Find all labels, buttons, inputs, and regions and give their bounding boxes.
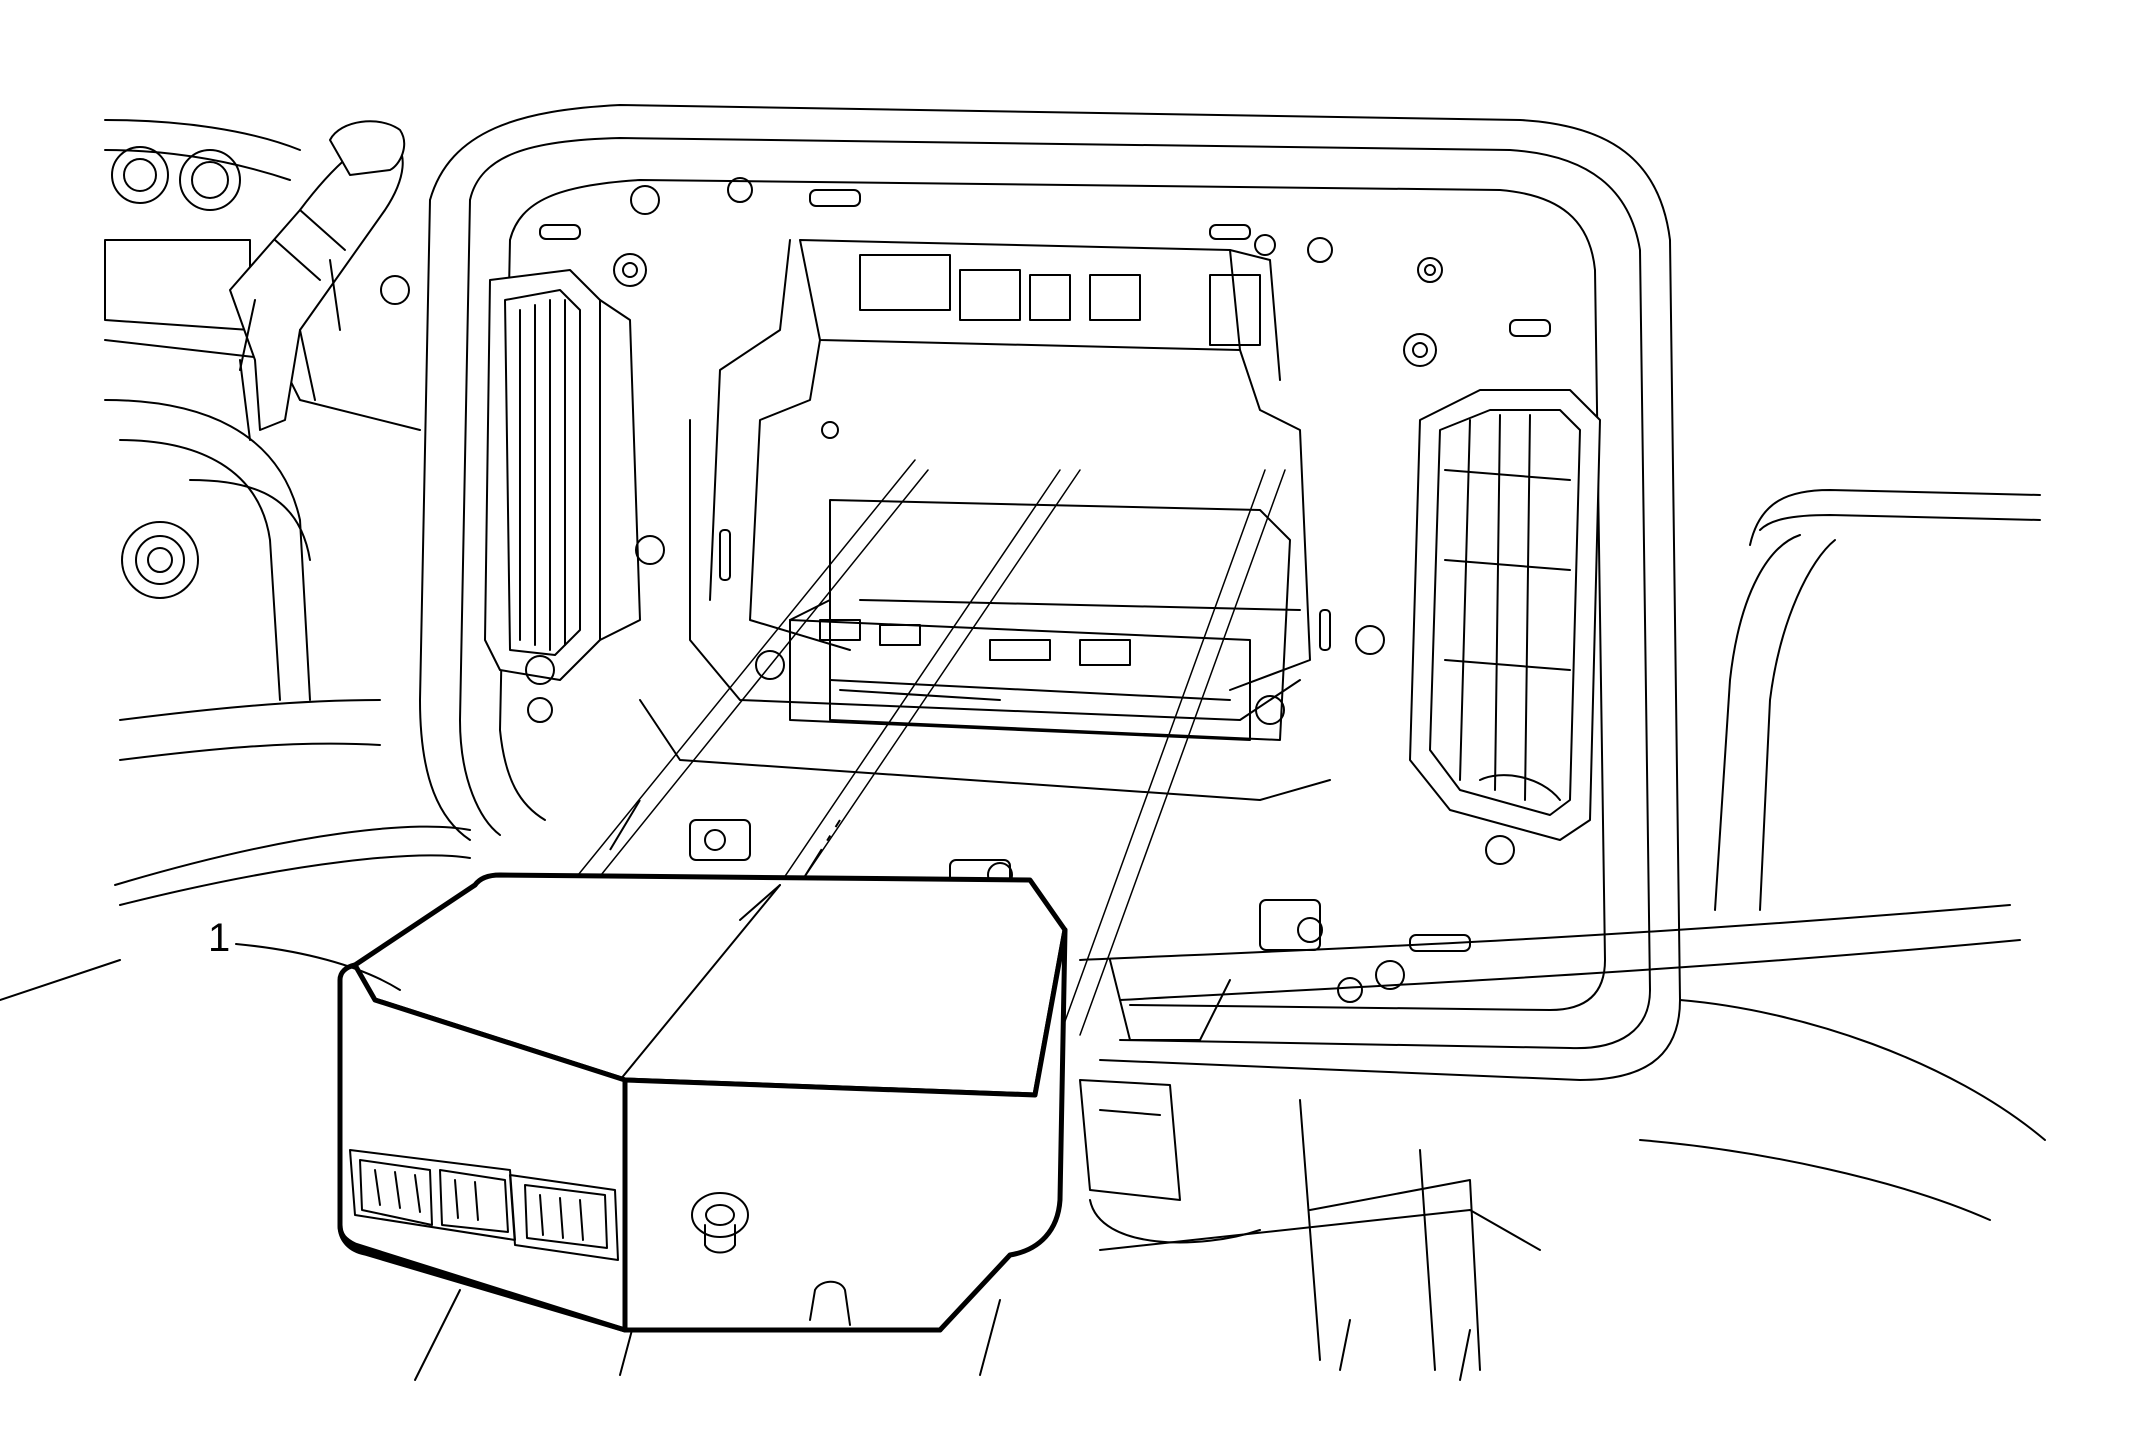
callout-number-1: 1 (208, 916, 231, 960)
connector-block (349, 1149, 619, 1261)
center-bezel (419, 104, 1681, 1081)
installed-module-outline (789, 499, 1291, 741)
callout-leader-1 (235, 943, 401, 991)
right-air-vent (1337, 333, 1601, 1003)
dashboard-outline (0, 825, 2046, 1381)
steering-column-stalk (229, 120, 410, 441)
mounting-bracket (639, 234, 1331, 801)
instrument-cluster (104, 119, 421, 761)
module-1 (337, 872, 1068, 1333)
left-air-vent (484, 253, 665, 723)
right-dash-panel (1714, 489, 2041, 911)
